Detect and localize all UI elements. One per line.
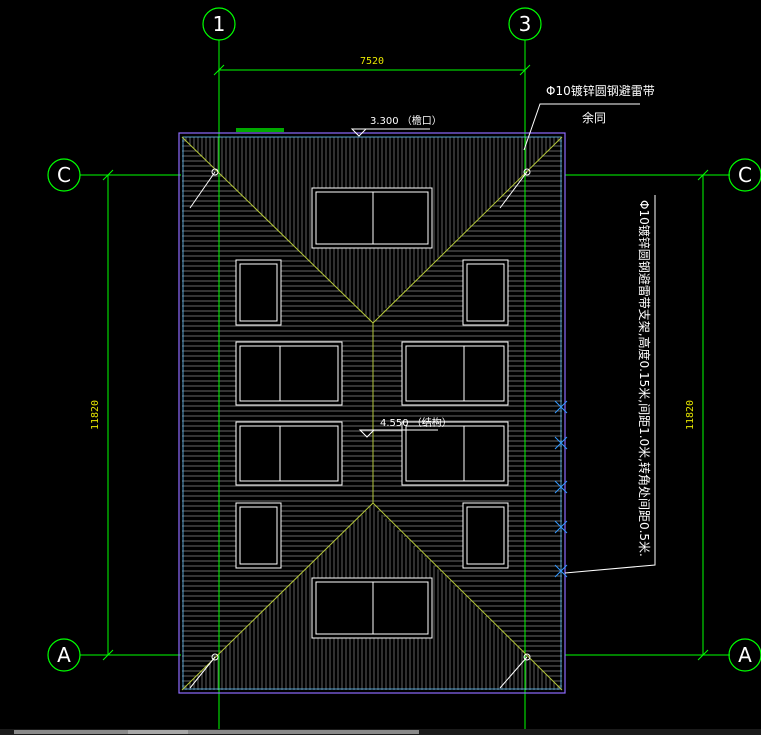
elevation-ridge-label: 4.550 （结构） [380, 416, 452, 429]
axis-bubble-a-left [47, 638, 81, 672]
skylight-top [311, 187, 433, 249]
window-left-3 [235, 421, 343, 486]
window-right-1 [462, 259, 509, 326]
hip-line-bottom-right [372, 502, 563, 691]
window-right-2 [401, 341, 509, 406]
window-left-2 [235, 341, 343, 406]
corner-markers [189, 168, 531, 689]
horizontal-scrollbar[interactable] [0, 729, 761, 735]
axis-label-a-left: A [57, 643, 71, 667]
dimension-height-right: 11820 [685, 400, 696, 430]
note-support: Φ10镀锌圆钢避雷带支架,高度0.15米,间距1.0米,转角处间距0.5米. [637, 200, 652, 557]
leader-lines [523, 103, 656, 574]
elevation-eave-label: 3.300 （檐口） [370, 114, 442, 127]
note-lightning-strip: Φ10镀锌圆钢避雷带 [546, 84, 655, 98]
axis-bubbles: 1 3 C C A A [47, 7, 761, 672]
axis-label-a-right: A [738, 643, 752, 667]
elevation-marker-eave [350, 128, 430, 137]
note-same: 余同 [582, 110, 606, 125]
north-bar [236, 128, 284, 132]
window-right-3 [401, 421, 509, 486]
axis-label-c-left: C [57, 163, 71, 187]
axis-bubble-a-right [728, 638, 761, 672]
skylight-bottom [311, 577, 433, 639]
axis-bubble-c-left [47, 158, 81, 192]
elevation-marker-ridge [358, 429, 438, 438]
roof-outline [178, 132, 566, 694]
scrollbar-thumb[interactable] [14, 730, 419, 734]
dimension-height-left: 11820 [90, 400, 101, 430]
window-left-1 [235, 259, 282, 326]
support-crosses [554, 400, 568, 578]
axis-bubble-c-right [728, 158, 761, 192]
grid-lines [80, 40, 730, 735]
axis-label-1: 1 [213, 12, 226, 36]
window-right-4 [462, 502, 509, 569]
hip-line-top-left [181, 136, 374, 324]
window-left-4 [235, 502, 282, 569]
axis-bubble-3 [508, 7, 542, 41]
skylight-group [235, 187, 509, 639]
scrollbar-thumb-highlight [128, 730, 188, 734]
lightning-strip-outline [182, 136, 562, 690]
axis-label-3: 3 [519, 12, 532, 36]
hip-line-top-right [372, 136, 563, 324]
axis-label-c-right: C [738, 163, 752, 187]
dimension-width: 7520 [360, 56, 384, 67]
axis-bubble-1 [202, 7, 236, 41]
